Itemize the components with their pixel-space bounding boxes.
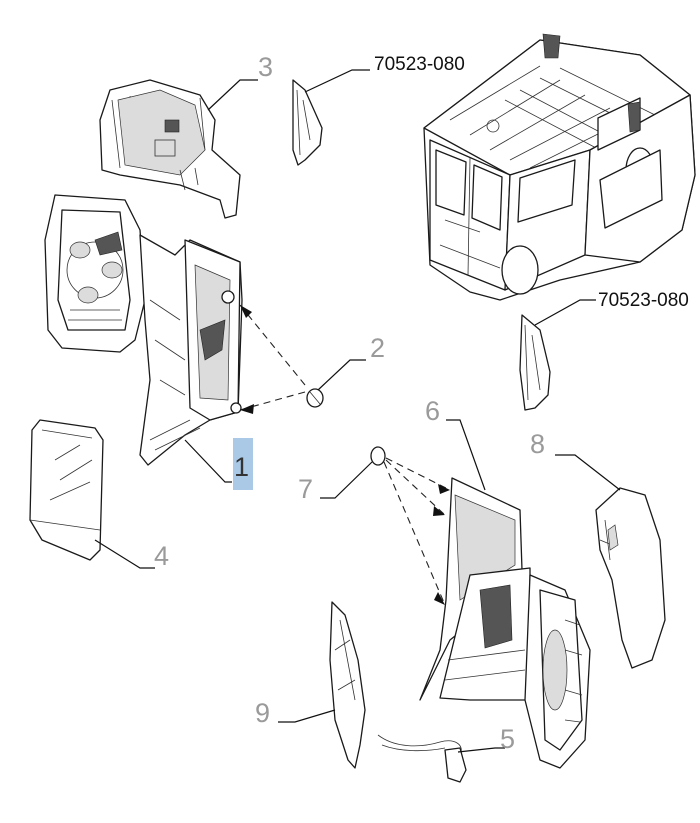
dashed-leader-2a [239,304,306,386]
callout-8: 8 [530,429,545,459]
callout-1-highlight [233,438,253,490]
arrowhead [434,592,445,605]
part-3-upper-cover: 3 [99,52,273,219]
dashed-leader-7b [385,459,446,516]
arrowhead [433,506,445,516]
callout-2: 2 [370,333,385,363]
callout-6: 6 [425,396,440,426]
callout-3: 3 [258,52,273,82]
part-1-mirror-assembly: 1 [44,194,253,490]
callout-4: 4 [154,541,169,571]
callout-5: 5 [500,724,515,754]
part-2-clip: 2 [306,333,385,408]
part-9-mirror-glass: 9 [255,601,366,769]
reference-part-right: 70523-080 [519,290,689,411]
callout-ref-right: 70523-080 [598,290,689,311]
part-4-mirror-glass: 4 [29,419,169,571]
callout-7: 7 [298,474,313,504]
reference-part-top: 70523-080 [292,54,465,166]
callout-1: 1 [234,452,249,482]
callout-ref-top: 70523-080 [374,54,465,75]
part-6-mirror-assembly: 6 [419,396,591,769]
part-8-outer-cover: 8 [530,429,666,669]
arrowhead [438,484,450,494]
arrowhead [240,305,252,318]
arrowhead [240,404,254,414]
part-5-connector: 5 [377,724,515,783]
dashed-leader-7c [383,461,446,606]
callout-9: 9 [255,698,270,728]
van-illustration [423,33,696,301]
part-7-clip: 7 [298,446,386,504]
